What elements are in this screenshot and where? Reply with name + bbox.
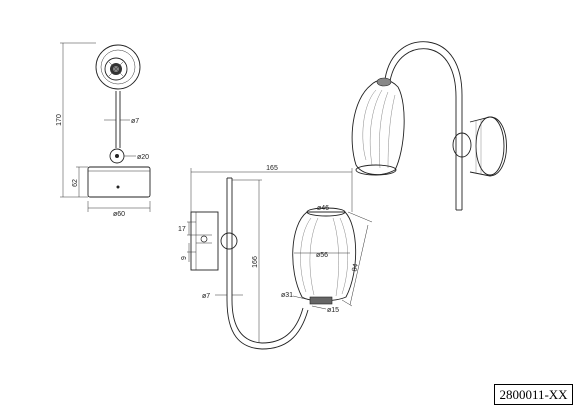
front-arm-dia: ø7 <box>131 118 139 125</box>
side-projection-dim: 165 <box>266 165 278 172</box>
perspective-shade <box>351 79 405 176</box>
front-ring-outer <box>95 44 141 90</box>
product-code-box: 2800011-XX <box>494 384 573 405</box>
side-joint <box>220 232 238 250</box>
perspective-wall-plate <box>469 116 507 177</box>
side-holder-dia: ø15 <box>327 307 339 314</box>
front-base <box>87 166 151 198</box>
perspective-joint <box>452 132 472 158</box>
front-view: 170 ø7 ø20 62 ø60 <box>56 42 151 218</box>
side-bulb-dia: ø31 <box>281 292 293 299</box>
front-joint-dia: ø20 <box>137 154 149 161</box>
front-height-dim: 170 <box>56 114 63 126</box>
side-holder <box>309 296 333 305</box>
side-shade-top-dia: ø46 <box>317 205 329 212</box>
side-height-dim: 166 <box>252 256 259 268</box>
side-arm-dia: ø7 <box>202 293 210 300</box>
side-top-offset-dim: 17 <box>178 226 186 233</box>
perspective-view <box>351 41 507 211</box>
side-bracket-offset-dim: 9 <box>181 256 188 260</box>
front-base-height: 62 <box>72 179 79 187</box>
front-ring-inner <box>100 49 136 85</box>
side-wall-bracket <box>190 211 219 271</box>
side-view: 165 17 9 166 ø7 ø46 ø56 84 ø31 ø15 <box>178 165 373 350</box>
side-shade-length-dim: 84 <box>351 263 359 272</box>
front-socket <box>104 57 128 81</box>
perspective-arm <box>384 41 463 210</box>
side-shade-max-dia: ø56 <box>316 252 328 259</box>
front-base-dia: ø60 <box>113 211 125 218</box>
product-code: 2800011-XX <box>499 387 568 402</box>
